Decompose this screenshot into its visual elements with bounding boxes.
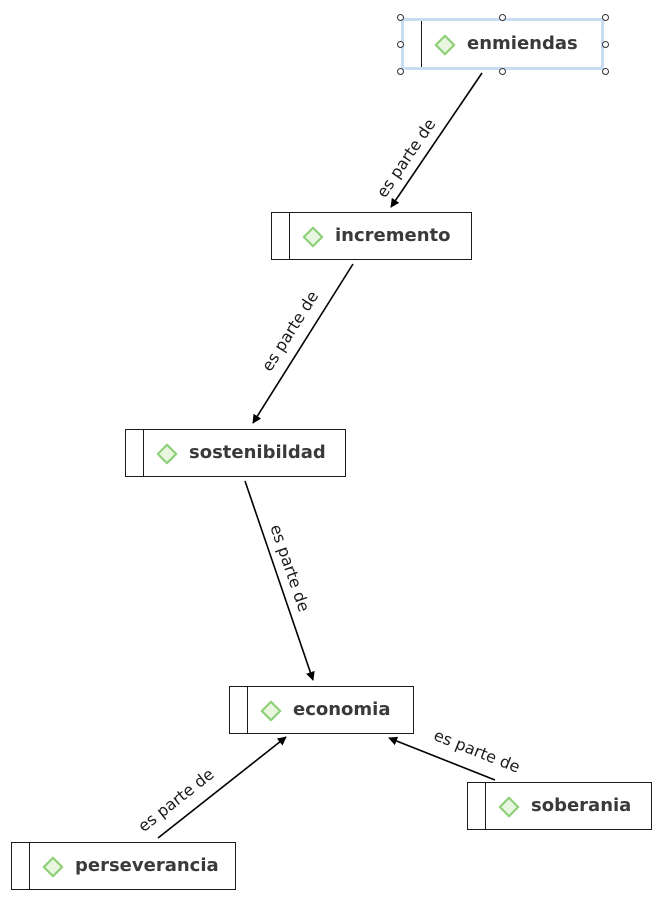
node-sostenibildad[interactable]: sostenibildad (125, 429, 346, 477)
edge-enmiendas-to-incremento[interactable] (390, 72, 483, 208)
node-label: economia (293, 699, 391, 720)
node-label: sostenibildad (189, 442, 326, 463)
resize-handle[interactable] (396, 67, 404, 75)
node-stripe (421, 21, 422, 67)
node-stripe (143, 430, 144, 476)
node-label: enmiendas (467, 33, 578, 54)
diamond-icon (156, 443, 178, 465)
edge-label: es parte de (266, 522, 313, 614)
node-soberania[interactable]: soberania (467, 782, 652, 830)
resize-handle[interactable] (396, 13, 404, 21)
edge-label: es parte de (258, 287, 323, 374)
node-economia[interactable]: economia (229, 686, 414, 734)
node-label: soberania (531, 795, 632, 816)
node-label: incremento (335, 225, 451, 246)
resize-handle[interactable] (601, 40, 609, 48)
resize-handle[interactable] (396, 40, 404, 48)
node-stripe (485, 783, 486, 829)
edge-label: es parte de (431, 725, 523, 776)
diamond-icon (260, 700, 282, 722)
resize-handle[interactable] (601, 13, 609, 21)
edge-sostenibildad-to-economia[interactable] (244, 480, 315, 681)
node-stripe (289, 213, 290, 259)
node-stripe (29, 843, 30, 889)
diamond-icon (498, 796, 520, 818)
resize-handle[interactable] (499, 67, 506, 75)
node-enmiendas[interactable]: enmiendas (403, 20, 602, 68)
node-label: perseverancia (75, 855, 219, 876)
diamond-icon (42, 856, 64, 878)
node-perseverancia[interactable]: perseverancia (11, 842, 236, 890)
edge-perseverancia-to-economia[interactable] (157, 736, 287, 839)
edge-label: es parte de (373, 115, 440, 201)
diamond-icon (302, 226, 324, 248)
resize-handle[interactable] (499, 13, 506, 21)
diamond-icon (434, 34, 456, 56)
resize-handle[interactable] (601, 67, 609, 75)
node-stripe (247, 687, 248, 733)
edge-incremento-to-sostenibildad[interactable] (252, 263, 354, 424)
edge-soberania-to-economia[interactable] (388, 736, 496, 781)
node-incremento[interactable]: incremento (271, 212, 472, 260)
